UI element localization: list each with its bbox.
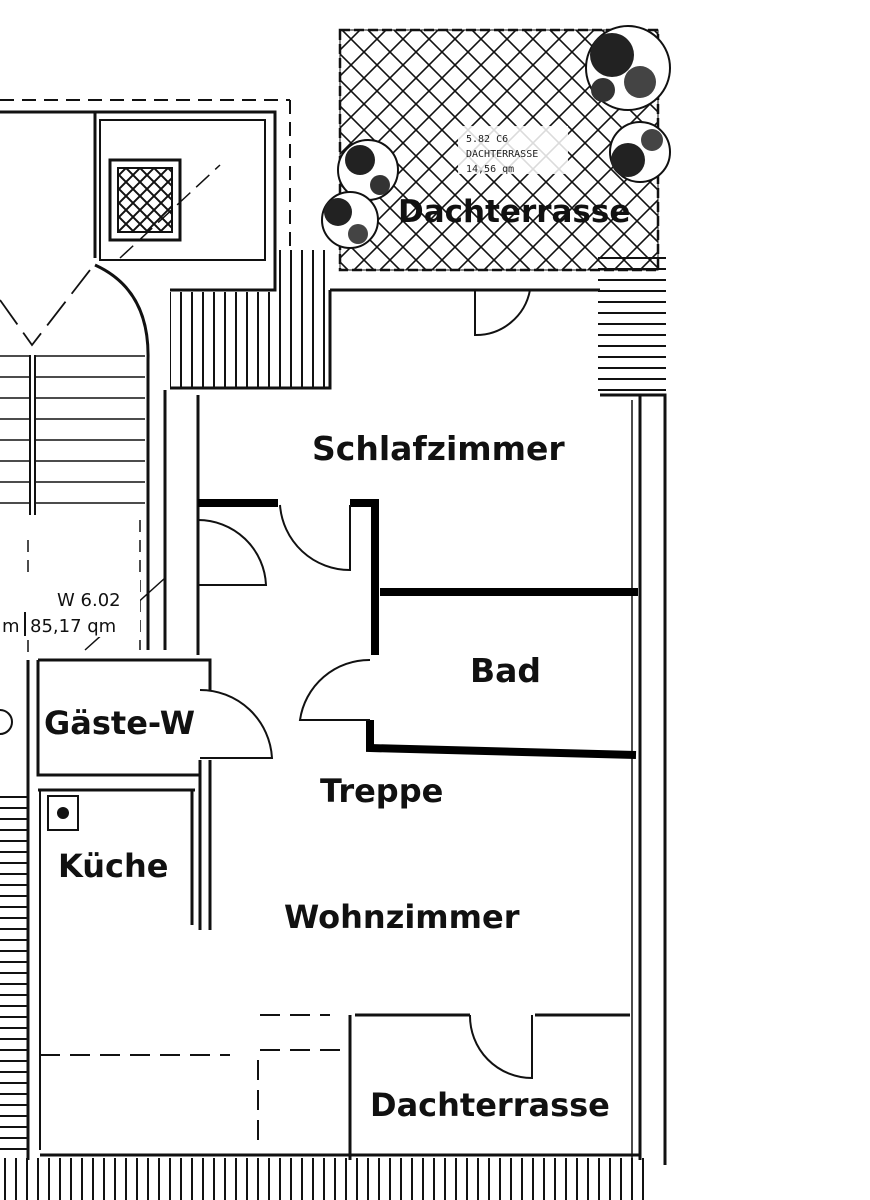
room-label-dachterrasse-bottom: Dachterrasse	[370, 1086, 610, 1124]
unit-area: 85,17 qm	[30, 616, 116, 637]
terrace-note-line3: 14,56 qm	[466, 164, 514, 175]
toilet-icon	[0, 709, 13, 735]
terrace-note-line1: 5.82 C6	[466, 134, 508, 145]
outer-walls	[0, 99, 667, 1165]
terrace-note: 5.82 C6 DACHTERRASSE 14,56 qm	[458, 126, 568, 175]
interior-walls-thin	[36, 658, 630, 1160]
unit-label: W 6.02 m 85,17 qm	[0, 575, 140, 637]
room-label-gaeste-wc: Gäste-W	[44, 704, 195, 742]
room-label-schlafzimmer: Schlafzimmer	[312, 429, 565, 468]
unit-code: W 6.02	[57, 590, 121, 611]
room-label-kueche: Küche	[58, 847, 168, 885]
room-label-treppe: Treppe	[320, 772, 443, 810]
room-label-bad: Bad	[470, 651, 541, 690]
interior-walls-bold	[198, 499, 638, 759]
terrace-note-line2: DACHTERRASSE	[466, 149, 538, 160]
unit-area-partial: m	[2, 616, 20, 637]
room-label-wohnzimmer: Wohnzimmer	[284, 898, 520, 936]
plant-icon	[321, 25, 671, 249]
railing	[0, 250, 666, 1200]
doors	[197, 289, 533, 1080]
dashed-lines	[40, 1014, 345, 1150]
elevator-shaft	[99, 119, 266, 261]
sink-icon	[47, 795, 79, 831]
room-label-dachterrasse-top: Dachterrasse	[398, 194, 630, 230]
